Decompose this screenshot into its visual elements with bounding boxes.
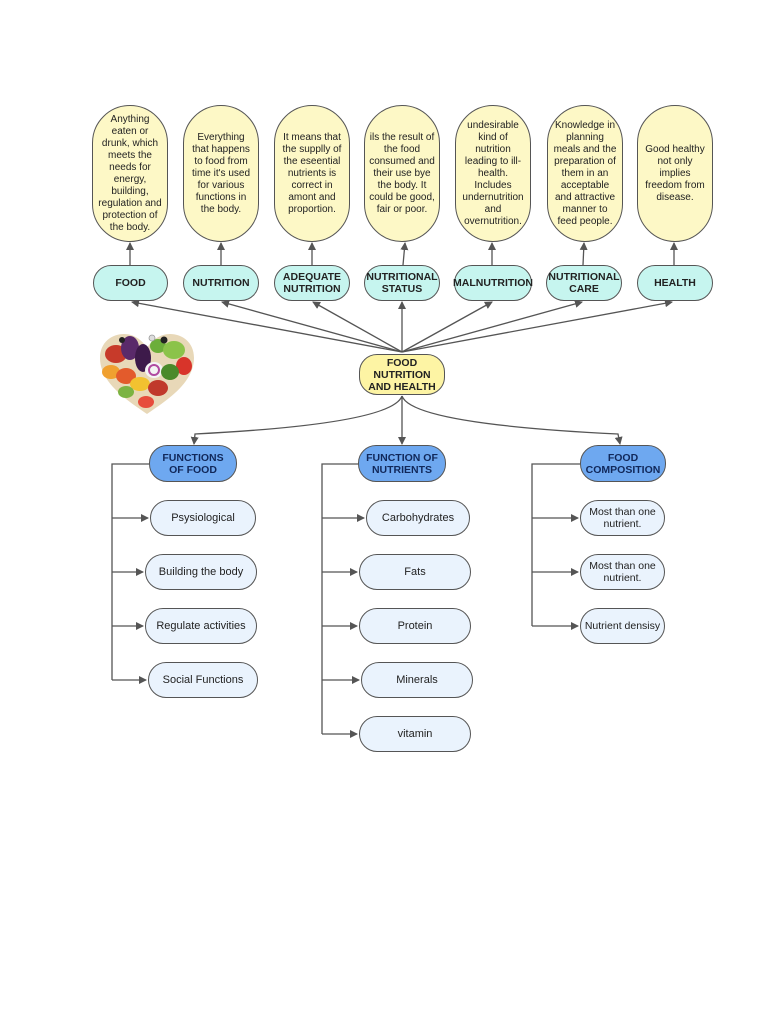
nutrients-item: Protein	[359, 608, 471, 644]
functions-of-food-item: Psysiological	[150, 500, 256, 536]
food-composition-item: Most than one nutrient.	[580, 500, 665, 536]
category-food-composition: FOOD COMPOSITION	[580, 445, 666, 482]
functions-of-food-item: Social Functions	[148, 662, 258, 698]
functions-of-food-item: Regulate activities	[145, 608, 257, 644]
term-adequate-nutrition: ADEQUATE NUTRITION	[274, 265, 350, 301]
category-function-of-nutrients: FUNCTION OF NUTRIENTS	[358, 445, 446, 482]
nutritional-status-definition: ils the result of the food consumed and …	[364, 105, 440, 242]
nutrients-item: Minerals	[361, 662, 473, 698]
term-nutritional-care: NUTRITIONAL CARE	[546, 265, 622, 301]
food-definition: Anything eaten or drunk, which meets the…	[92, 105, 168, 242]
food-composition-item: Most than one nutrient.	[580, 554, 665, 590]
vegetable-heart-icon	[100, 334, 194, 414]
term-food: FOOD	[93, 265, 168, 301]
health-definition: Good healthy not only implies freedom fr…	[637, 105, 713, 242]
malnutrition-definition: undesirable kind of nutrition leading to…	[455, 105, 531, 242]
term-nutrition: NUTRITION	[183, 265, 259, 301]
term-health: HEALTH	[637, 265, 713, 301]
nutrition-definition: Everything that happens to food from tim…	[183, 105, 259, 242]
food-composition-item: Nutrient densisy	[580, 608, 665, 644]
nutrients-item: Carbohydrates	[366, 500, 470, 536]
nutritional-care-definition: Knowledge in planning meals and the prep…	[547, 105, 623, 242]
nutrients-item: vitamin	[359, 716, 471, 752]
nutrients-item: Fats	[359, 554, 471, 590]
term-nutritional-status: NUTRITIONAL STATUS	[364, 265, 440, 301]
term-malnutrition: MALNUTRITION	[453, 265, 533, 301]
central-node: FOOD NUTRITION AND HEALTH	[359, 354, 445, 395]
category-functions-of-food: FUNCTIONS OF FOOD	[149, 445, 237, 482]
adequate-nutrition-definition: It means that the supplly of the eseenti…	[274, 105, 350, 242]
functions-of-food-item: Building the body	[145, 554, 257, 590]
